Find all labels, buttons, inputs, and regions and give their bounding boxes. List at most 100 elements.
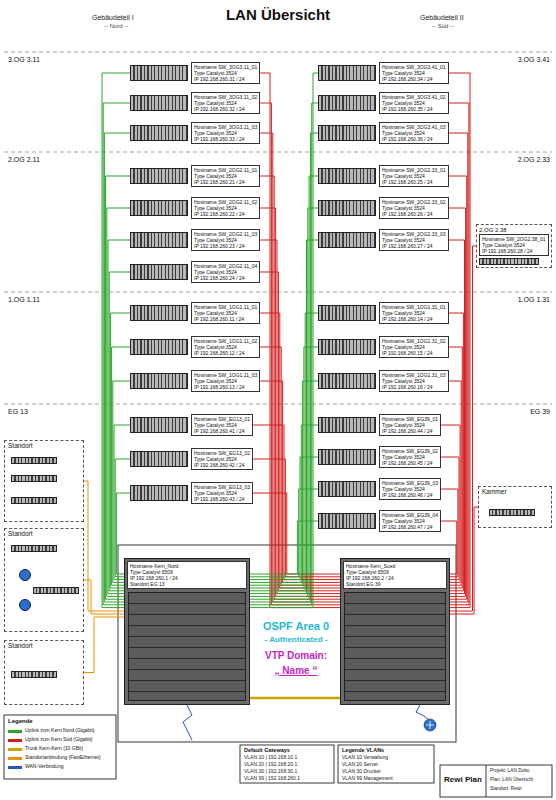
node-text: Hostname SW_3OG3.11_01 <box>194 64 257 70</box>
text-label: OSPF Area 0 <box>252 620 340 633</box>
text-label: VLAN 10 Verwaltung <box>342 755 388 761</box>
node-text: Type Catalyst 3524 <box>194 205 257 211</box>
switch-info-box: Hostname SW_2OG2.38_01Type Catalyst 3524… <box>479 234 549 256</box>
switch-graphic <box>130 373 188 389</box>
core-switch: Hostname Kern_NordType Catalyst 6509IP 1… <box>124 558 250 705</box>
node-text: Type Catalyst 3524 <box>382 310 446 316</box>
node-text: Type Catalyst 3524 <box>194 100 257 106</box>
switch-unit: Hostname SW_1OG1.11_02Type Catalyst 3524… <box>130 336 260 358</box>
text-label: VLAN 30 Drucker <box>342 769 381 775</box>
switch-symbol <box>11 475 57 482</box>
uplink-connector <box>102 73 130 608</box>
node-text: Hostname SW_EG13_03 <box>194 484 250 490</box>
node-text: IP 192.168.260.28 / 24 <box>482 248 546 254</box>
switch-graphic <box>318 125 376 141</box>
node-text: Hostname SW_EG39_03 <box>382 480 438 486</box>
switch-unit: Hostname SW_EG13_03Type Catalyst 3524IP … <box>130 482 253 504</box>
node-text: IP 192.168.260.1 / 24 <box>130 575 244 581</box>
switch-unit: Hostname SW_3OG3.11_01Type Catalyst 3524… <box>130 62 260 84</box>
switch-symbol <box>11 497 57 504</box>
chassis-graphic <box>128 592 246 701</box>
node-text: Type Catalyst 3524 <box>382 70 446 76</box>
switch-info-box: Hostname SW_EG13_03Type Catalyst 3524IP … <box>191 482 253 504</box>
node-text: IP 192.168.260.32 / 24 <box>194 106 257 112</box>
switch-info-box: Hostname SW_2OG2.33_02Type Catalyst 3524… <box>379 197 449 219</box>
switch-info-box: Hostname SW_3OG3.41_01Type Catalyst 3524… <box>379 62 449 84</box>
uplink-connector <box>84 580 124 614</box>
switch-unit: Hostname SW_1OG1.31_02Type Catalyst 3524… <box>318 336 449 358</box>
switch-info-box: Hostname SW_2OG2.11_02Type Catalyst 3524… <box>191 197 260 219</box>
legend-text: Trunk Kern-Kern (10 GBit) <box>25 746 83 752</box>
switch-symbol <box>33 587 79 594</box>
node-text: Kammer <box>482 488 548 496</box>
text-label: 1.OG 1.11 <box>8 296 40 304</box>
legend-swatch <box>8 748 22 751</box>
switch-info-box: Hostname SW_EG13_01Type Catalyst 3524IP … <box>191 414 253 436</box>
switch-graphic <box>318 95 376 111</box>
legend-text: Uplink zum Kern Süd (Gigabit) <box>25 737 93 743</box>
switch-unit: Hostname SW_3OG3.41_03Type Catalyst 3524… <box>318 122 449 144</box>
switch-unit: Hostname SW_EG39_01Type Catalyst 3524IP … <box>318 414 441 436</box>
node-text: Hostname SW_1OG1.11_01 <box>194 304 257 310</box>
node-text: IP 192.168.260.31 / 24 <box>194 76 257 82</box>
node-text: Hostname SW_1OG1.31_02 <box>382 338 446 344</box>
node-text: IP 192.168.260.44 / 24 <box>382 428 438 434</box>
node-text: Hostname SW_EG13_02 <box>194 450 250 456</box>
switch-info-box: Hostname SW_EG39_04Type Catalyst 3524IP … <box>379 510 441 532</box>
node-text: Hostname SW_2OG2.11_04 <box>194 263 257 269</box>
text-label: VLAN 20 | 192.168.20.1 <box>244 762 297 768</box>
switch-info-box: Hostname SW_EG13_02Type Catalyst 3524IP … <box>191 448 253 470</box>
switch-unit: Hostname SW_1OG1.11_03Type Catalyst 3524… <box>130 370 260 392</box>
node-text: Hostname SW_1OG1.31_01 <box>382 304 446 310</box>
node-text: Hostname SW_2OG2.11_01 <box>194 167 257 173</box>
node-text: IP 192.168.260.13 / 24 <box>194 384 257 390</box>
text-label: Projekt: LAN Doku <box>490 768 529 774</box>
text-label: Rewi Plan <box>444 775 482 784</box>
switch-graphic <box>130 168 188 184</box>
text-label: VLAN 99 | 192.168.260.1 <box>244 776 300 782</box>
text-label: „ Name “ <box>252 665 340 677</box>
uplink-connector <box>250 457 318 580</box>
switch-info-box: Hostname SW_1OG1.11_01Type Catalyst 3524… <box>191 302 260 324</box>
switch-graphic <box>130 305 188 321</box>
node-text: IP 192.168.260.42 / 24 <box>194 462 250 468</box>
node-text: Type Catalyst 3524 <box>194 378 257 384</box>
switch-graphic <box>130 451 188 467</box>
diagram-title: LAN Übersicht <box>0 6 556 23</box>
uplink-connector <box>103 103 130 605</box>
core-info-box: Hostname Kern_NordType Catalyst 6509IP 1… <box>127 561 247 589</box>
node-text: Hostname SW_3OG3.11_02 <box>194 94 257 100</box>
node-text: Hostname SW_EG13_01 <box>194 416 250 422</box>
node-text: Type Catalyst 3524 <box>194 237 257 243</box>
router-symbol <box>19 569 31 581</box>
node-text: IP 192.168.260.45 / 24 <box>382 460 438 466</box>
switch-info-box: Hostname SW_3OG3.11_01Type Catalyst 3524… <box>191 62 260 84</box>
node-text: Standort <box>8 642 80 650</box>
node-text: IP 192.168.260.14 / 24 <box>382 316 446 322</box>
switch-unit: Hostname SW_EG13_02Type Catalyst 3524IP … <box>130 448 253 470</box>
switch-info-box: Hostname SW_1OG1.11_02Type Catalyst 3524… <box>191 336 260 358</box>
uplink-connector <box>106 176 130 599</box>
switch-graphic <box>130 417 188 433</box>
text-label: -- Süd -- <box>432 23 454 30</box>
node-text: IP 192.168.260.12 / 24 <box>194 350 257 356</box>
switch-unit: Hostname SW_3OG3.11_03Type Catalyst 3524… <box>130 122 260 144</box>
switch-info-box: Hostname SW_3OG3.11_03Type Catalyst 3524… <box>191 122 260 144</box>
switch-unit: Hostname SW_2OG2.11_01Type Catalyst 3524… <box>130 165 260 187</box>
node-text: Type Catalyst 3524 <box>382 130 446 136</box>
node-text: Type Catalyst 3524 <box>194 456 250 462</box>
node-text: Hostname SW_EG39_02 <box>382 448 438 454</box>
node-text: Hostname SW_3OG3.11_03 <box>194 124 257 130</box>
switch-graphic <box>130 200 188 216</box>
text-label: VLAN 99 Management <box>342 776 393 782</box>
legend-text: Standortanbindung (FastEthernet) <box>25 755 101 761</box>
uplink-connector <box>253 493 340 574</box>
node-text: Hostname SW_3OG3.41_01 <box>382 64 446 70</box>
text-label: 3.OG 3.41 <box>518 56 550 64</box>
text-label: VLAN 30 | 192.168.30.1 <box>244 769 297 775</box>
node-text: Hostname SW_2OG2.11_03 <box>194 231 257 237</box>
switch-unit: Hostname SW_EG39_03Type Catalyst 3524IP … <box>318 478 441 500</box>
node-text: Hostname SW_2OG2.33_03 <box>382 231 446 237</box>
switch-graphic <box>318 305 376 321</box>
node-text: Hostname SW_3OG3.41_02 <box>382 94 446 100</box>
